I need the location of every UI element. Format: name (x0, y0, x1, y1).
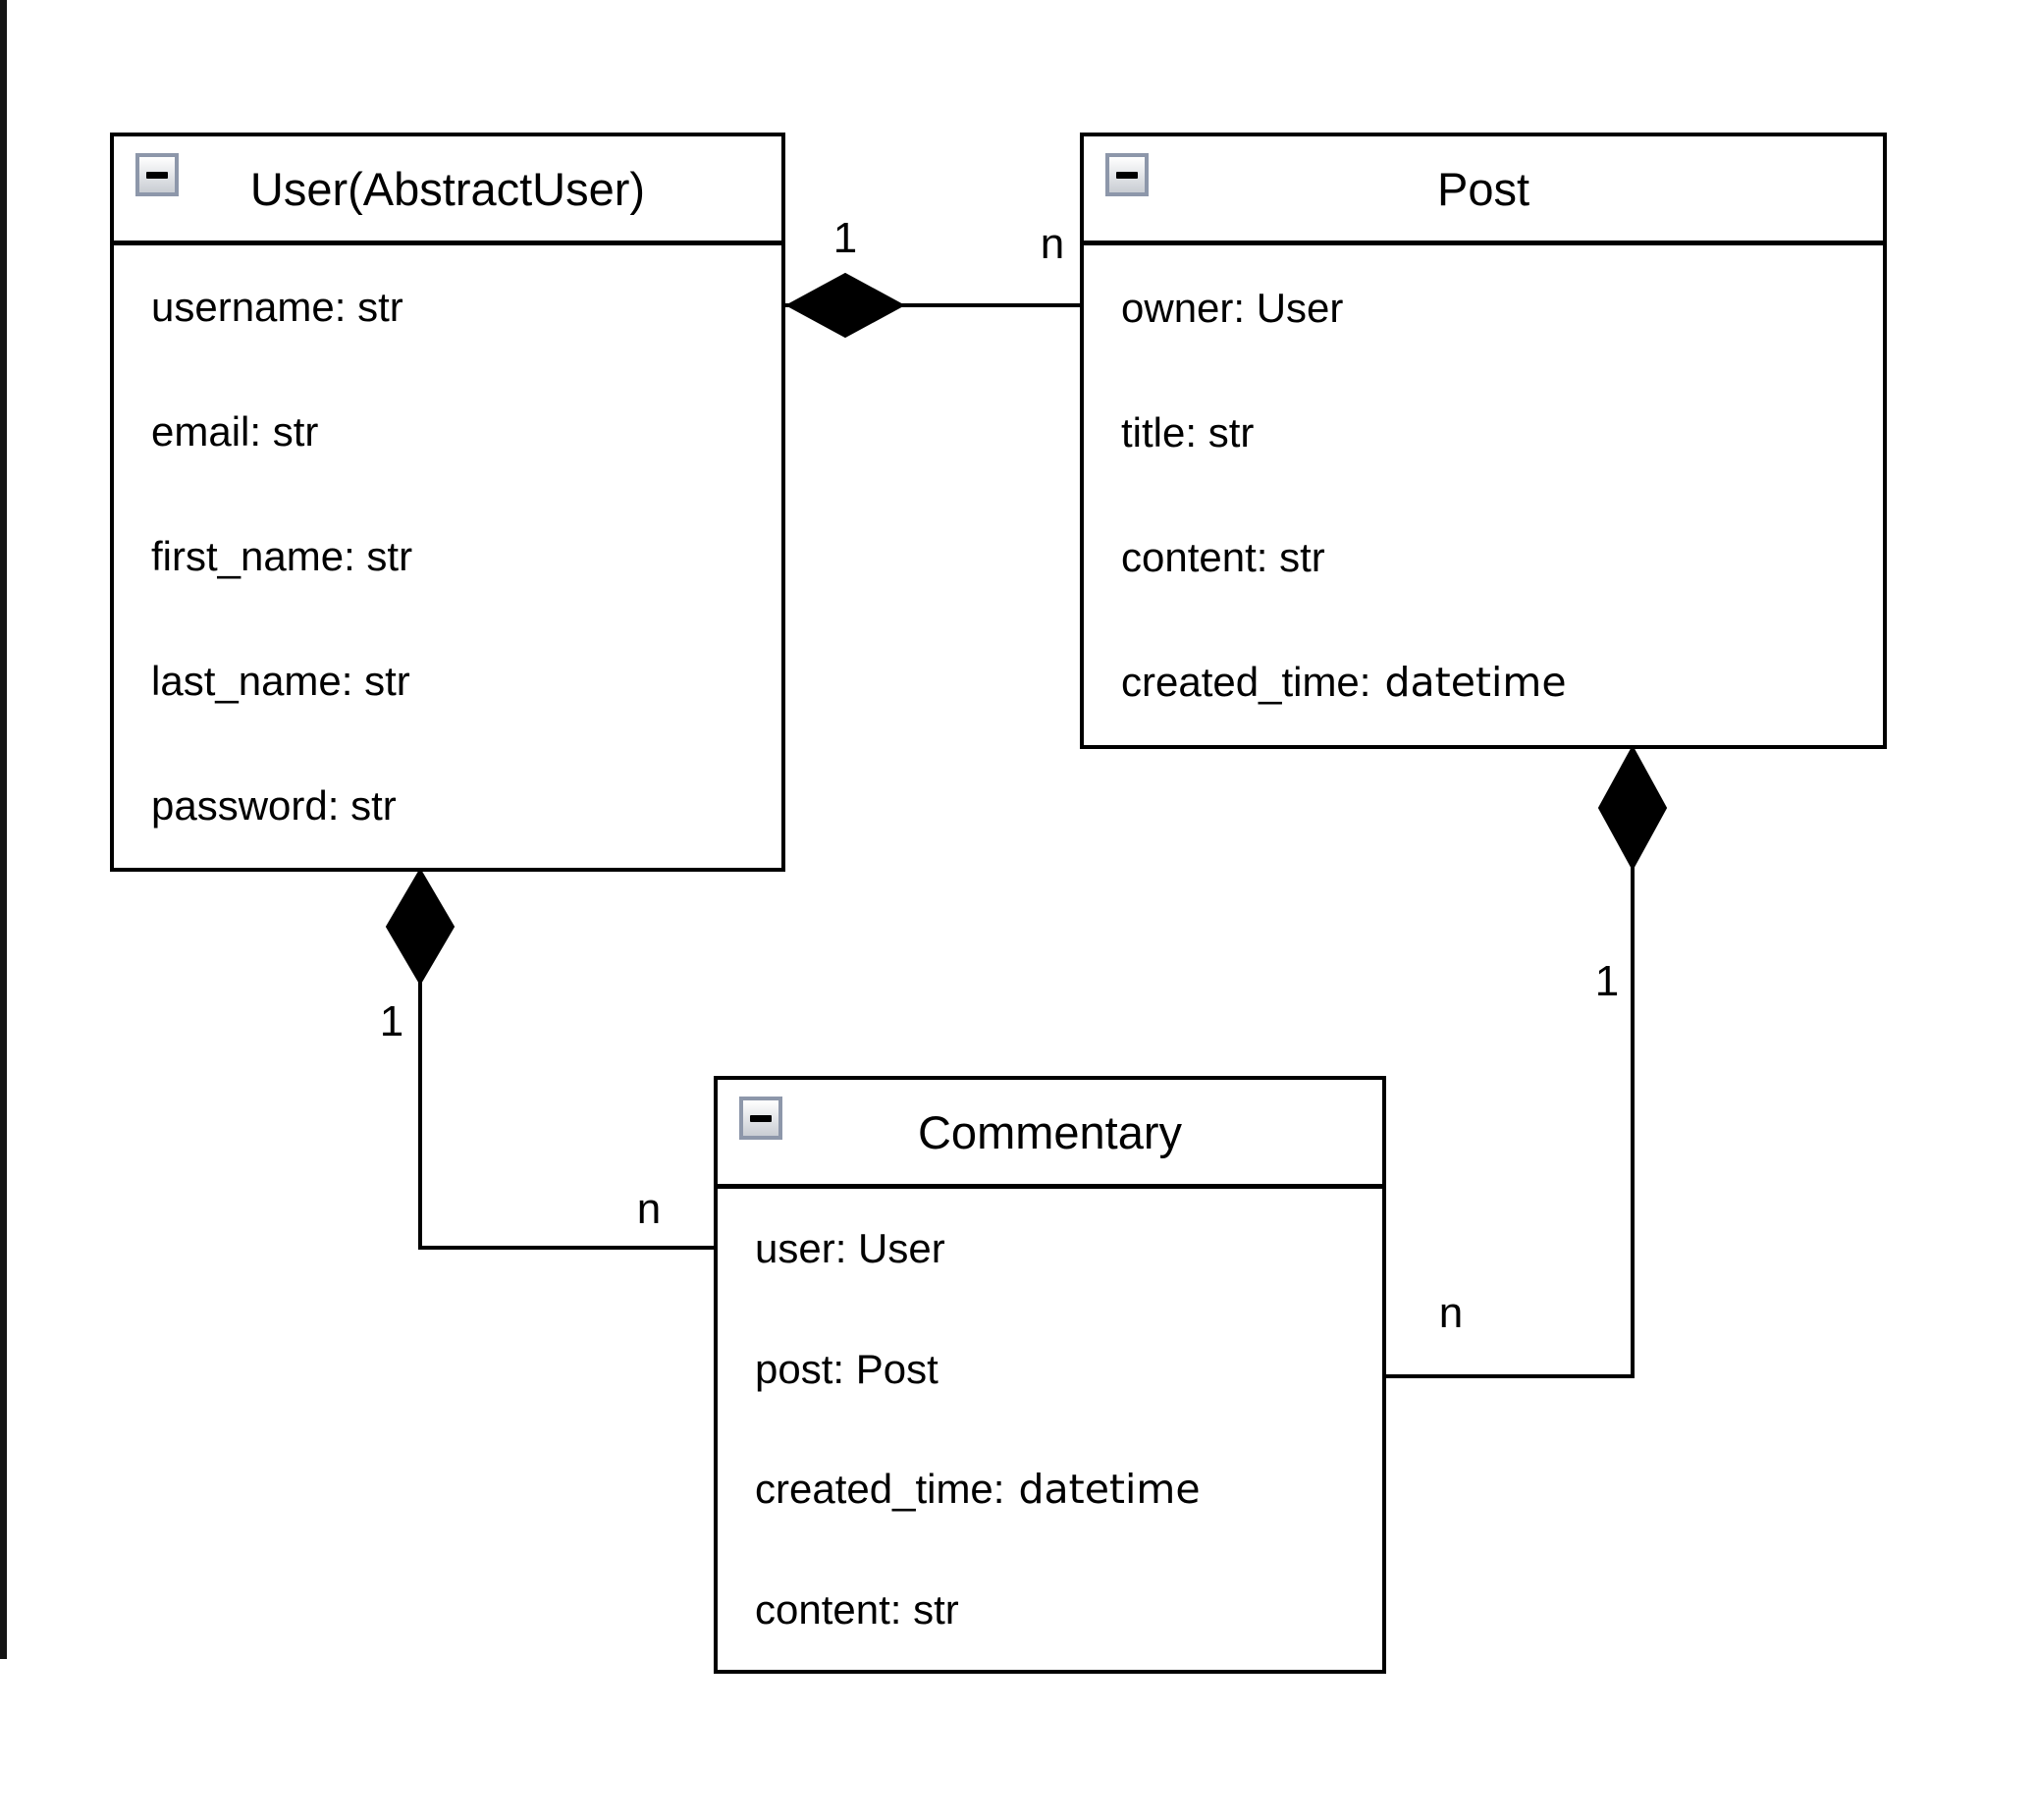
class-title-bar: Commentary (718, 1080, 1382, 1189)
class-title: Post (1436, 162, 1530, 215)
attribute-text: content: str (755, 1585, 959, 1633)
attribute-text: username: str (151, 284, 403, 331)
class-attributes: owner: User title: str content: str crea… (1084, 245, 1883, 745)
attribute-type: datetime (1018, 1466, 1201, 1514)
attribute-row: content: str (755, 1550, 1382, 1671)
user-commentary-part-multiplicity: n (636, 1185, 662, 1233)
attribute-row: user: User (755, 1189, 1382, 1310)
minus-glyph (1116, 171, 1138, 179)
class-title: User(AbstractUser) (249, 162, 646, 215)
attribute-text: user: User (755, 1225, 945, 1272)
window-left-border (0, 0, 7, 1659)
user-commentary-composition-diamond-icon (385, 868, 456, 986)
minus-glyph (750, 1114, 772, 1122)
attribute-text: content: str (1121, 534, 1325, 581)
class-box-post[interactable]: Post owner: User title: str content: str… (1080, 133, 1887, 749)
attribute-row: last_name: str (151, 618, 781, 743)
attribute-name: created_time: (1121, 659, 1371, 706)
class-title-bar: User(AbstractUser) (114, 136, 781, 245)
collapse-minus-icon[interactable] (739, 1097, 782, 1140)
attribute-text: post: Post (755, 1345, 939, 1392)
attribute-text: last_name: str (151, 657, 410, 704)
class-attributes: user: User post: Post created_time: date… (718, 1189, 1382, 1670)
attribute-row: created_time: datetime (1121, 620, 1883, 745)
attribute-row: email: str (151, 370, 781, 495)
user-commentary-relationship-line (418, 980, 714, 1250)
attribute-text: first_name: str (151, 532, 413, 579)
user-post-part-multiplicity: n (1040, 220, 1065, 268)
post-commentary-part-multiplicity: n (1438, 1289, 1464, 1337)
attribute-text: email: str (151, 408, 319, 455)
attribute-row: owner: User (1121, 245, 1883, 370)
class-title-bar: Post (1084, 136, 1883, 245)
post-commentary-relationship-line (1386, 867, 1635, 1378)
minus-glyph (146, 171, 168, 179)
class-title: Commentary (917, 1105, 1182, 1158)
collapse-minus-icon[interactable] (135, 153, 179, 196)
class-attributes: username: str email: str first_name: str… (114, 245, 781, 868)
attribute-row: username: str (151, 245, 781, 370)
attribute-name: created_time: (755, 1466, 1005, 1513)
post-commentary-composition-diamond-icon (1597, 744, 1668, 872)
class-box-user[interactable]: User(AbstractUser) username: str email: … (110, 133, 785, 872)
class-box-commentary[interactable]: Commentary user: User post: Post created… (714, 1076, 1386, 1674)
user-commentary-owner-multiplicity: 1 (379, 997, 404, 1045)
user-post-composition-diamond-icon (784, 272, 906, 339)
post-commentary-owner-multiplicity: 1 (1594, 957, 1620, 1005)
attribute-text: owner: User (1121, 284, 1344, 331)
attribute-row: content: str (1121, 496, 1883, 620)
attribute-text: password: str (151, 781, 397, 829)
attribute-row: post: Post (755, 1310, 1382, 1430)
attribute-row: created_time: datetime (755, 1429, 1382, 1550)
attribute-row: password: str (151, 743, 781, 868)
attribute-row: first_name: str (151, 495, 781, 619)
collapse-minus-icon[interactable] (1105, 153, 1149, 196)
attribute-row: title: str (1121, 370, 1883, 495)
user-post-owner-multiplicity: 1 (832, 214, 858, 262)
attribute-text: title: str (1121, 408, 1255, 455)
attribute-type: datetime (1384, 659, 1567, 707)
